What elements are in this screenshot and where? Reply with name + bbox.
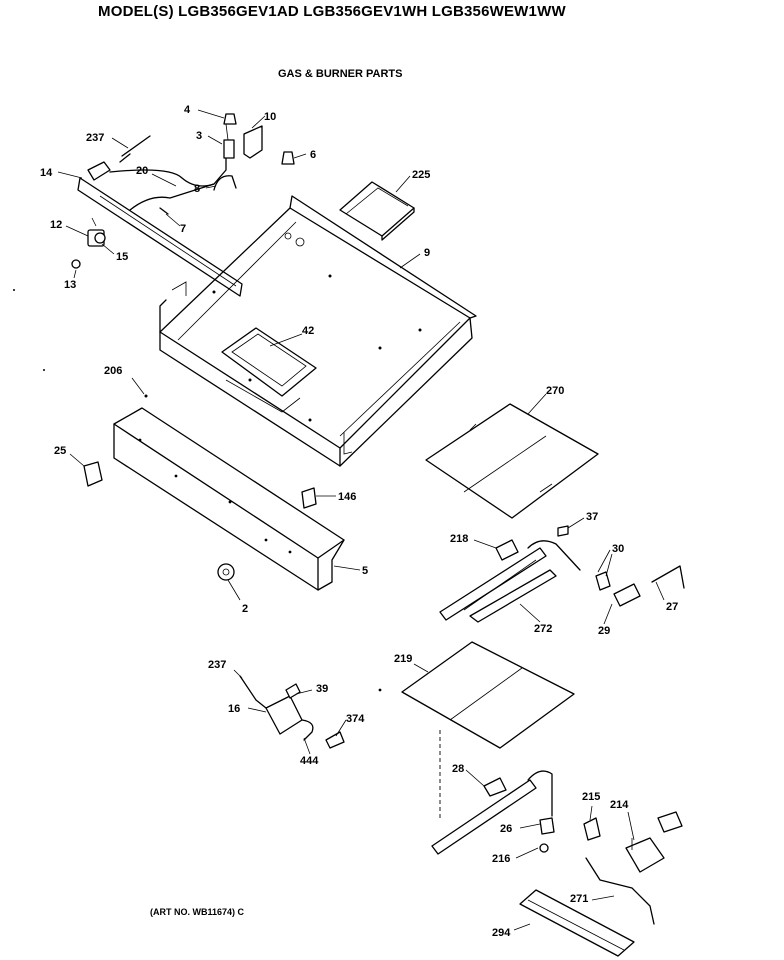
callout-206: 206 [104, 365, 122, 377]
callout-237: 237 [86, 132, 104, 144]
orifice-parts [223, 113, 295, 165]
callout-225: 225 [412, 169, 430, 181]
bracket-part-25 [83, 461, 103, 487]
burner-tube-part [77, 161, 243, 297]
callout-219: 219 [394, 653, 412, 665]
callout-12: 12 [50, 219, 62, 231]
callout-25: 25 [54, 445, 66, 457]
screw-part-206 [144, 394, 148, 398]
callout-29: 29 [598, 625, 610, 637]
callout-2: 2 [242, 603, 248, 615]
callout-270: 270 [546, 385, 564, 397]
grommet-part-2 [217, 563, 235, 581]
section-title: GAS & BURNER PARTS [278, 68, 403, 80]
valve-part [87, 217, 106, 247]
screw-part [71, 259, 81, 269]
callout-27: 27 [666, 601, 678, 613]
burner-box-part [159, 195, 477, 467]
callout-28: 28 [452, 763, 464, 775]
shield-part-219 [401, 641, 575, 820]
broil-burner-part [439, 525, 685, 623]
callout-5: 5 [362, 565, 368, 577]
thermostat-part [625, 837, 665, 873]
callout-214: 214 [610, 799, 629, 811]
trim-part-294 [519, 889, 635, 957]
callout-218: 218 [450, 533, 468, 545]
callout-374: 374 [346, 713, 365, 725]
callout-271: 271 [570, 893, 588, 905]
callout-444: 444 [300, 755, 319, 767]
callout-26: 26 [500, 823, 512, 835]
screw-part-7 [159, 207, 169, 215]
regulator-part [239, 675, 345, 749]
callout-37: 37 [586, 511, 598, 523]
callout-39: 39 [316, 683, 328, 695]
callout-30: 30 [612, 543, 624, 555]
bracket-part-215 [583, 817, 601, 841]
shield-part-270 [425, 403, 599, 519]
callout-272: 272 [534, 623, 552, 635]
callout-14: 14 [40, 167, 53, 179]
callout-215: 215 [582, 791, 600, 803]
gas-tube-branch [129, 183, 215, 211]
callout-8: 8 [194, 183, 200, 195]
callout-6: 6 [310, 149, 316, 161]
clip-part-146 [301, 487, 317, 509]
callout-7: 7 [180, 223, 186, 235]
vent-part-42 [221, 327, 317, 413]
bake-burner-part [431, 770, 555, 855]
callout-294: 294 [492, 927, 511, 939]
clip-part [213, 175, 237, 191]
leader-lines [57, 109, 665, 931]
callout-3: 3 [196, 130, 202, 142]
callout-216: 216 [492, 853, 510, 865]
tube-part-271 [585, 857, 655, 925]
callout-10: 10 [264, 111, 276, 123]
shield-part-225 [339, 181, 415, 241]
art-number: (ART NO. WB11674) C [150, 907, 245, 917]
fitting-part [119, 135, 151, 163]
front-panel-part [113, 407, 345, 591]
callout-146: 146 [338, 491, 356, 503]
callout-labels: 4 10 237 3 6 14 20 8 225 12 7 15 9 13 42… [40, 104, 678, 939]
callout-15: 15 [116, 251, 128, 263]
callout-4: 4 [184, 104, 191, 116]
callout-9: 9 [424, 247, 430, 259]
callout-16: 16 [228, 703, 240, 715]
callout-237-lower: 237 [208, 659, 226, 671]
callout-13: 13 [64, 279, 76, 291]
callout-42: 42 [302, 325, 314, 337]
bracket-part-214 [657, 811, 683, 833]
callout-20: 20 [136, 165, 148, 177]
diagram-title: MODEL(S) LGB356GEV1AD LGB356GEV1WH LGB35… [98, 3, 566, 20]
